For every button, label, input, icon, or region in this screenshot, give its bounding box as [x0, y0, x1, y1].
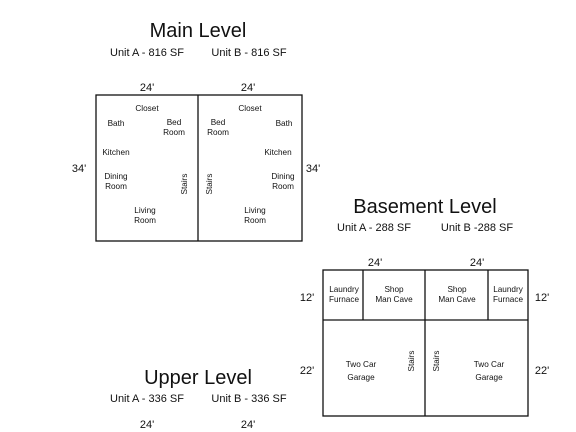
room-label: Room [134, 216, 156, 225]
basement-level-top-depth-right: 12' [535, 292, 549, 304]
upper-level-unit-b-area: Unit B - 336 SF [211, 393, 286, 405]
upper-level-unit-a-width: 24' [140, 419, 154, 431]
room-label: Shop [447, 285, 467, 294]
main-level-unit-b-area: Unit B - 816 SF [211, 47, 286, 59]
room-label: Bath [108, 119, 125, 128]
basement-level-title: Basement Level [353, 196, 496, 218]
upper-level: Upper Level Unit A - 336 SF Unit B - 336… [110, 367, 287, 431]
main-level-outline [95, 94, 303, 242]
room-label: Room [105, 182, 127, 191]
room-label: Room [272, 182, 294, 191]
stairs-label: Stairs [407, 351, 416, 372]
room-label: Bed [211, 118, 226, 127]
main-level: Main Level Unit A - 816 SF Unit B - 816 … [72, 20, 320, 242]
room-label: Kitchen [264, 148, 292, 157]
room-label: Living [244, 206, 266, 215]
main-level-unit-a-width: 24' [140, 82, 154, 94]
upper-level-title: Upper Level [144, 367, 252, 389]
room-label: Closet [238, 104, 262, 113]
basement-level-top-depth-left: 12' [300, 292, 314, 304]
basement-level-unit-b-width: 24' [470, 257, 484, 269]
room-label: Garage [475, 373, 503, 382]
basement-level-bottom-depth-left: 22' [300, 365, 314, 377]
room-label: Man Cave [438, 295, 476, 304]
room-label: Room [207, 128, 229, 137]
upper-level-unit-b-width: 24' [241, 419, 255, 431]
room-label: Laundry [329, 285, 359, 294]
basement-level-unit-b-area: Unit B -288 SF [441, 222, 513, 234]
main-level-depth-right: 34' [306, 163, 320, 175]
basement-level-unit-a-area: Unit A - 288 SF [337, 222, 411, 234]
room-label: Shop [384, 285, 404, 294]
room-label: Furnace [329, 295, 359, 304]
main-level-unit-b-width: 24' [241, 82, 255, 94]
room-label: Two Car [346, 360, 377, 369]
room-label: Room [163, 128, 185, 137]
room-label: Man Cave [375, 295, 413, 304]
room-label: Dining [271, 172, 295, 181]
main-level-depth-left: 34' [72, 163, 86, 175]
room-label: Living [134, 206, 156, 215]
room-label: Two Car [474, 360, 505, 369]
main-level-title: Main Level [150, 20, 247, 42]
room-label: Room [244, 216, 266, 225]
stairs-label: Stairs [205, 174, 214, 195]
basement-level-bottom-depth-right: 22' [535, 365, 549, 377]
stairs-label: Stairs [432, 351, 441, 372]
basement-level: Basement Level Unit A - 288 SF Unit B -2… [300, 196, 549, 417]
room-label: Kitchen [102, 148, 130, 157]
basement-level-unit-a-width: 24' [368, 257, 382, 269]
main-level-unit-a-area: Unit A - 816 SF [110, 47, 184, 59]
stairs-label: Stairs [180, 174, 189, 195]
room-label: Laundry [493, 285, 523, 294]
room-label: Garage [347, 373, 375, 382]
room-label: Closet [135, 104, 159, 113]
room-label: Bed [167, 118, 182, 127]
room-label: Bath [276, 119, 293, 128]
room-label: Dining [104, 172, 128, 181]
upper-level-unit-a-area: Unit A - 336 SF [110, 393, 184, 405]
room-label: Furnace [493, 295, 523, 304]
